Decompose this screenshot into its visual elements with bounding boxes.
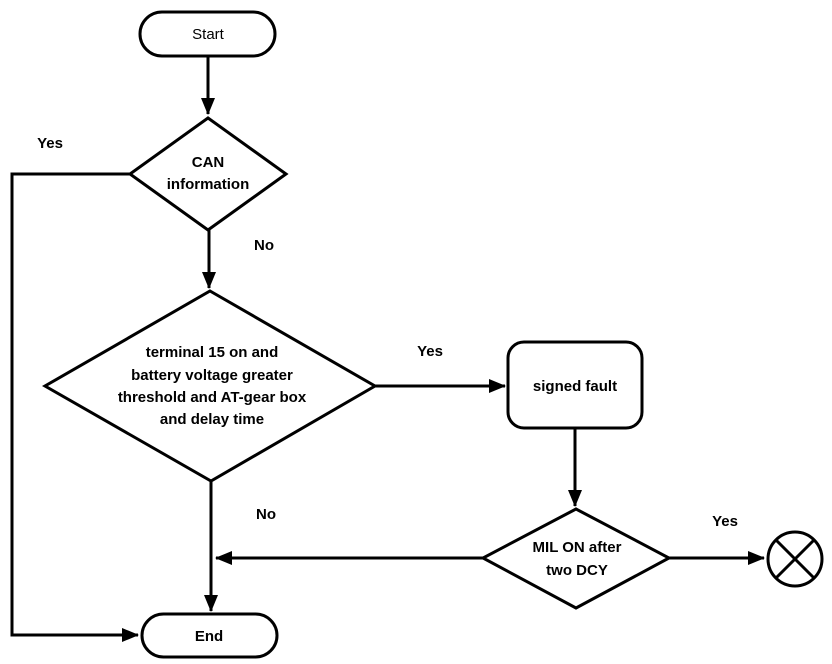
start-terminator-shape <box>138 10 277 58</box>
signed-fault-shape <box>506 340 644 430</box>
can-decision-node: CAN information <box>127 116 289 232</box>
end-node: End <box>140 612 279 659</box>
label-cond-no: No <box>256 506 276 523</box>
conditions-label-line2: battery voltage greater <box>131 367 293 384</box>
end-terminator-shape <box>140 612 279 659</box>
mil-decision-shape <box>479 507 673 610</box>
mil-label-line2: two DCY <box>546 562 608 579</box>
label-mil-yes: Yes <box>712 513 738 530</box>
label-can-no: No <box>254 237 274 254</box>
end-label: End <box>195 628 223 645</box>
label-cond-yes: Yes <box>417 343 443 360</box>
can-decision-shape <box>127 116 289 232</box>
can-label-line2: information <box>167 176 250 193</box>
edges <box>10 57 765 642</box>
signed-fault-label: signed fault <box>533 378 617 395</box>
nodes: Start CAN information terminal 15 on and… <box>41 10 824 659</box>
label-can-yes: Yes <box>37 135 63 152</box>
edge-labels: Yes No Yes No Yes <box>37 135 738 530</box>
crossed-circle-icon <box>766 530 824 588</box>
start-label: Start <box>192 26 225 43</box>
conditions-label-line3: threshold and AT-gear box <box>118 389 307 406</box>
conditions-decision-node: terminal 15 on and battery voltage great… <box>41 289 378 483</box>
conditions-label-line1: terminal 15 on and <box>146 344 279 361</box>
conditions-label-line4: and delay time <box>160 411 264 428</box>
start-node: Start <box>138 10 277 58</box>
can-label-line1: CAN <box>192 154 225 171</box>
mil-label-line1: MIL ON after <box>533 539 622 556</box>
mil-decision-node: MIL ON after two DCY <box>479 507 673 610</box>
edge-can-yes-to-end <box>10 172 139 642</box>
conditions-decision-shape <box>41 289 378 483</box>
signed-fault-node: signed fault <box>506 340 644 430</box>
lamp-cross-line-2 <box>774 538 816 580</box>
